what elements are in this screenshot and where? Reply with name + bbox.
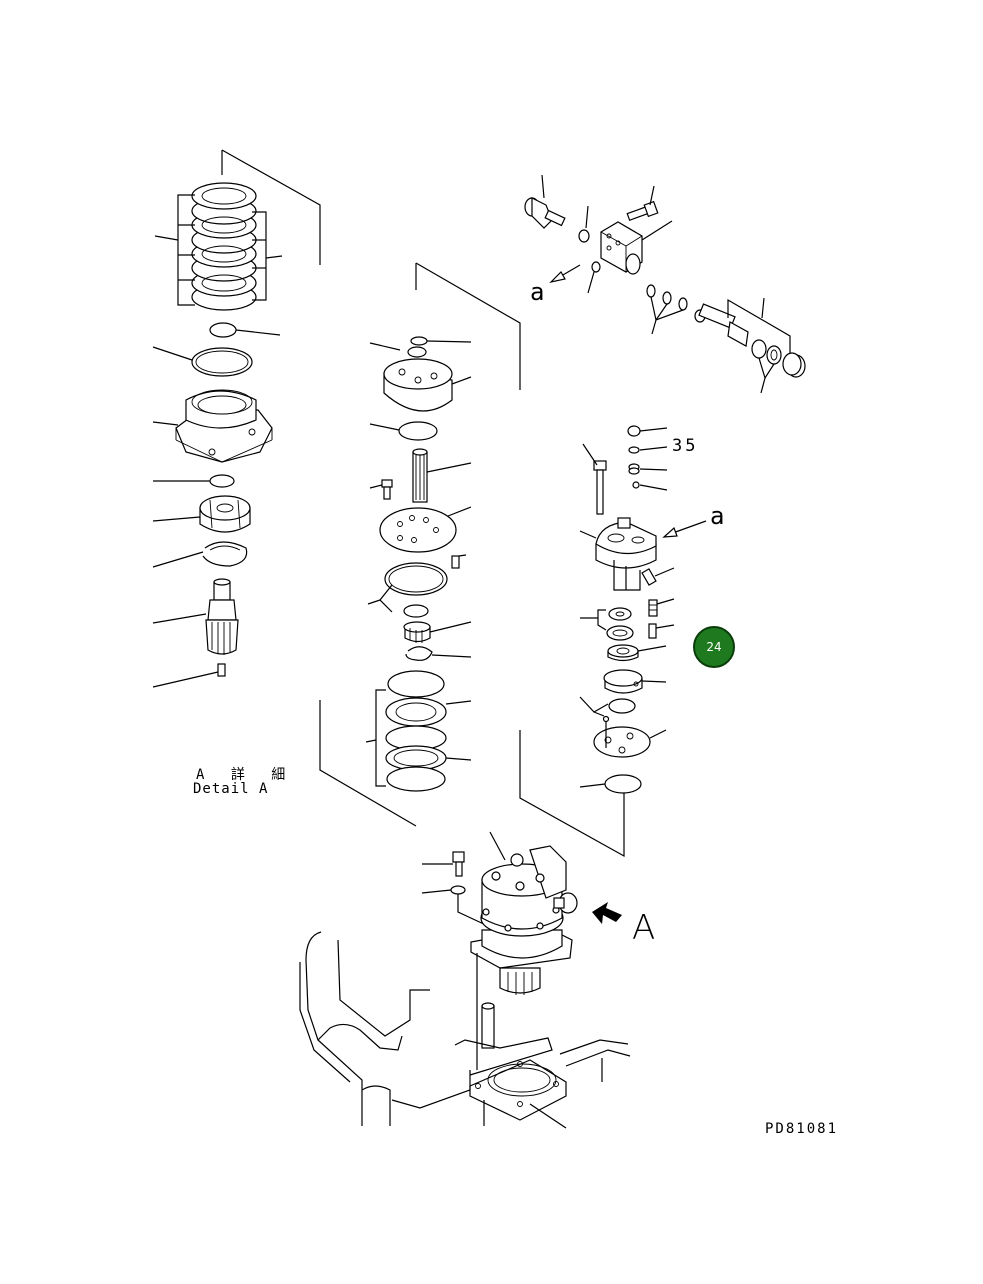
bolt-middle xyxy=(381,479,393,500)
detail-title-en: Detail A xyxy=(193,781,269,797)
view-arrow xyxy=(592,902,622,924)
callout-number: 24 xyxy=(706,640,722,654)
callout-badge[interactable]: 24 xyxy=(693,626,735,668)
seat xyxy=(607,644,639,662)
bolt-valve xyxy=(626,200,659,222)
end-plate xyxy=(593,726,651,758)
spool xyxy=(694,303,749,347)
reference-label-a-top: a xyxy=(530,278,545,306)
motor-body xyxy=(470,845,578,995)
disc-stack xyxy=(191,182,257,311)
spool-housing xyxy=(603,669,643,694)
view-label-A: A xyxy=(632,908,656,948)
valve-body xyxy=(600,221,643,275)
detail-a-group xyxy=(152,149,321,688)
cover-plate xyxy=(383,358,453,412)
plug xyxy=(782,352,806,378)
mount-bolt xyxy=(452,851,465,877)
snap-ring-small xyxy=(209,474,235,488)
valve-block-group xyxy=(524,174,806,394)
valve-casing xyxy=(595,517,657,569)
needle-bearing xyxy=(403,621,431,643)
quantity-label-35: 35 xyxy=(672,436,699,456)
detail-title-jp: A 詳 細 xyxy=(196,767,295,783)
fitting xyxy=(524,197,566,229)
middle-column-group xyxy=(319,262,521,827)
reference-label-a-mid: a xyxy=(710,502,725,530)
housing xyxy=(175,389,273,463)
plate xyxy=(209,322,237,338)
revolving-frame xyxy=(299,931,631,1126)
long-bolt xyxy=(593,460,607,515)
thrust-disc-pack xyxy=(385,670,447,792)
swing-motor-assembly xyxy=(299,831,631,1129)
o-ring xyxy=(191,347,253,377)
planet-carrier xyxy=(199,495,251,533)
valve-plate xyxy=(379,507,457,553)
spline-shaft xyxy=(412,448,428,503)
drawing-number: PD81081 xyxy=(765,1121,839,1137)
pin xyxy=(217,663,226,677)
sun-gear-shaft xyxy=(205,578,239,655)
right-column-group xyxy=(519,425,707,858)
